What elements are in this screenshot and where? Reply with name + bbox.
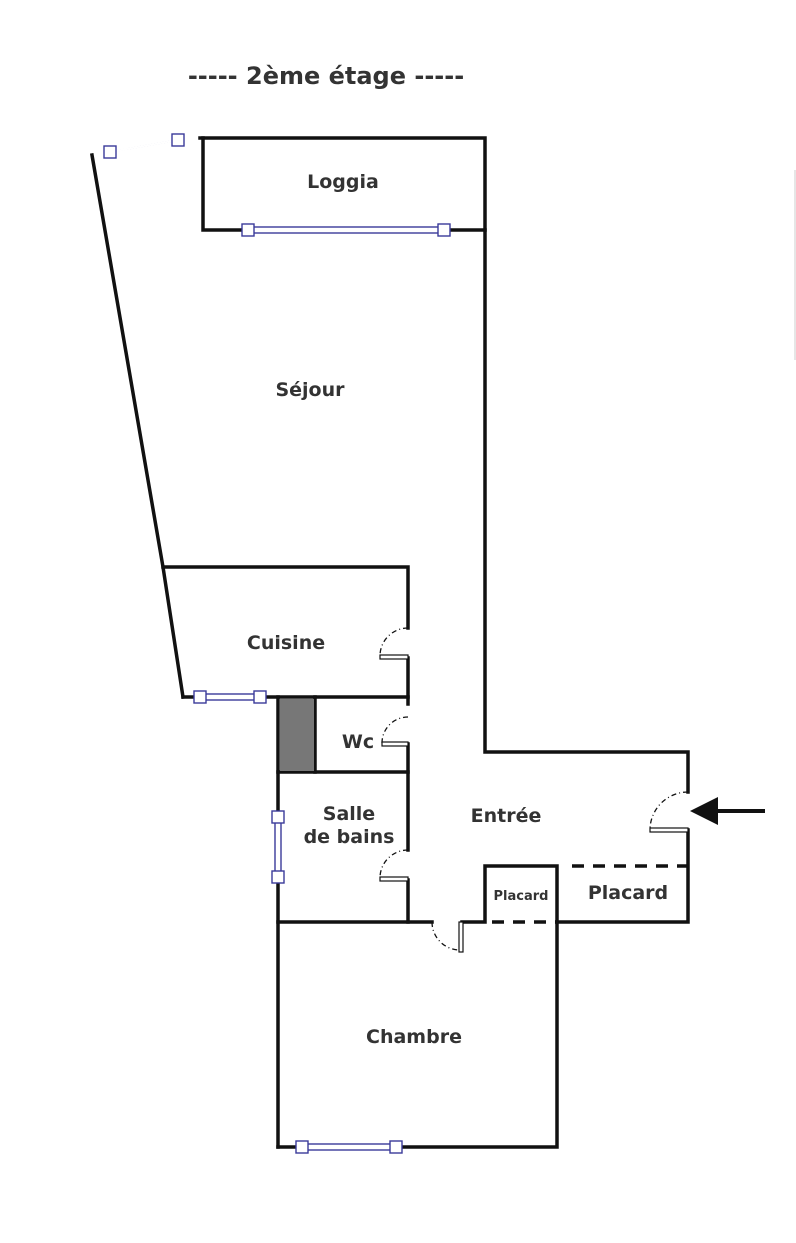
window-salle-de-bains [271, 810, 285, 884]
label-cuisine: Cuisine [247, 632, 325, 654]
technical-duct [280, 699, 314, 771]
windows [103, 133, 451, 1154]
entrance-arrow-icon [690, 797, 765, 825]
label-entree: Entrée [471, 805, 542, 827]
room-labels: Loggia Séjour Cuisine Wc Salle de bains … [247, 171, 668, 1048]
label-salle-line2: de bains [304, 826, 395, 848]
walls [89, 136, 690, 1149]
closet-doors [492, 864, 688, 924]
label-chambre: Chambre [366, 1026, 462, 1048]
label-wc: Wc [342, 731, 374, 753]
window-loggia [241, 223, 451, 237]
label-loggia: Loggia [307, 171, 379, 193]
window-sejour [103, 133, 185, 159]
label-placard-large: Placard [588, 882, 668, 904]
label-salle-line1: Salle [323, 803, 375, 825]
label-sejour: Séjour [275, 379, 345, 401]
doors [379, 627, 689, 953]
label-placard-small: Placard [494, 889, 549, 904]
floor-title: ----- 2ème étage ----- [188, 62, 464, 90]
window-cuisine [193, 690, 267, 704]
window-chambre [295, 1140, 403, 1154]
